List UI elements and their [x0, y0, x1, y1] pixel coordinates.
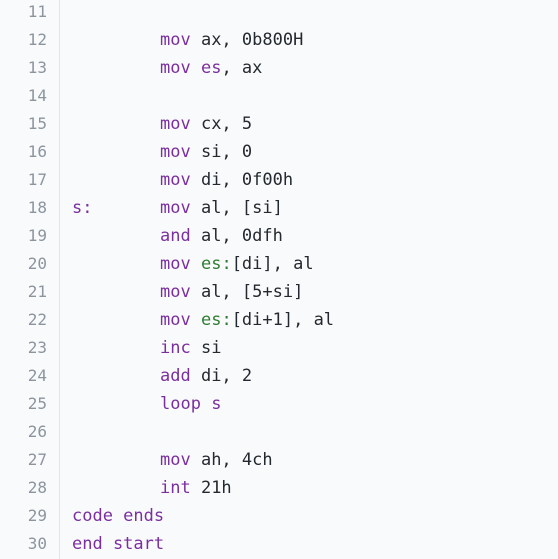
line-number: 20: [27, 254, 47, 273]
keyword-token: add: [160, 366, 191, 386]
keyword-token: int: [160, 478, 191, 498]
code-line[interactable]: 11: [0, 0, 558, 26]
code-statement: mov cx, 5: [160, 110, 252, 138]
code-line[interactable]: 20 mov es:[di], al: [0, 250, 558, 278]
line-number: 25: [27, 394, 47, 413]
keyword-token: mov: [160, 58, 191, 78]
line-number: 17: [27, 170, 47, 189]
line-number: 15: [27, 114, 47, 133]
text-token: di, 2: [190, 366, 253, 386]
keyword-token: mov: [160, 282, 191, 302]
code-line[interactable]: 19 and al, 0dfh: [0, 222, 558, 250]
code-statement: mov di, 0f00h: [160, 166, 293, 194]
keyword-token: mov: [160, 254, 191, 274]
line-number: 21: [27, 282, 47, 301]
code-label: end start: [72, 534, 165, 554]
code-line[interactable]: 28 int 21h: [0, 474, 558, 502]
line-number: 19: [27, 226, 47, 245]
code-line[interactable]: 13 mov es, ax: [0, 54, 558, 82]
text-token: [di+1], al: [231, 310, 335, 330]
text-token: 21h: [190, 478, 232, 498]
code-line[interactable]: 23 inc si: [0, 334, 558, 362]
text-token: [191, 58, 201, 78]
text-token: , ax: [221, 58, 263, 78]
code-statement: inc si: [160, 334, 221, 362]
code-line[interactable]: 26: [0, 418, 558, 446]
code-line[interactable]: 17 mov di, 0f00h: [0, 166, 558, 194]
code-line[interactable]: 18 s: mov al, [si]: [0, 194, 558, 222]
code-line[interactable]: 24 add di, 2: [0, 362, 558, 390]
segment-token: es:: [200, 310, 232, 330]
keyword-token: mov: [160, 114, 191, 134]
text-token: ah, 4ch: [190, 450, 273, 470]
segment-token: es:: [200, 254, 232, 274]
code-line[interactable]: 14: [0, 82, 558, 110]
line-number-gutter: [0, 0, 60, 559]
keyword-token: and: [160, 226, 191, 246]
keyword-token: mov: [160, 142, 191, 162]
line-number: 13: [27, 58, 47, 77]
keyword-token: es: [200, 58, 222, 78]
text-token: al, [si]: [190, 198, 283, 218]
keyword-token: loop: [160, 394, 201, 414]
code-statement: mov es:[di+1], al: [160, 306, 334, 334]
keyword-token: inc: [160, 338, 191, 358]
text-token: [191, 254, 201, 274]
line-number: 12: [27, 30, 47, 49]
text-token: ax, 0b800H: [190, 30, 304, 50]
text-token: si, 0: [190, 142, 253, 162]
text-token: al, 0dfh: [190, 226, 283, 246]
code-statement: and al, 0dfh: [160, 222, 283, 250]
text-token: cx, 5: [190, 114, 253, 134]
keyword-token: s: [200, 394, 222, 414]
keyword-token: mov: [160, 450, 191, 470]
line-number: 16: [27, 142, 47, 161]
line-number: 28: [27, 478, 47, 497]
code-label: code ends: [72, 506, 165, 526]
line-number: 30: [27, 534, 47, 553]
keyword-token: mov: [160, 198, 191, 218]
code-statement: mov si, 0: [160, 138, 252, 166]
keyword-token: mov: [160, 30, 191, 50]
text-token: si: [190, 338, 222, 358]
text-token: [191, 310, 201, 330]
line-number: 29: [27, 506, 47, 525]
line-number: 11: [27, 2, 47, 21]
code-label: s:: [72, 198, 93, 218]
code-statement: mov es:[di], al: [160, 250, 314, 278]
code-line[interactable]: 22 mov es:[di+1], al: [0, 306, 558, 334]
code-line[interactable]: 15 mov cx, 5: [0, 110, 558, 138]
code-line[interactable]: 12 mov ax, 0b800H: [0, 26, 558, 54]
keyword-token: mov: [160, 170, 191, 190]
code-statement: mov es, ax: [160, 54, 262, 82]
code-statement: mov al, [5+si]: [160, 278, 303, 306]
line-number: 27: [27, 450, 47, 469]
code-line[interactable]: 29 code ends: [0, 502, 558, 530]
line-number: 24: [27, 366, 47, 385]
line-number: 22: [27, 310, 47, 329]
code-line[interactable]: 25 loop s: [0, 390, 558, 418]
line-number: 18: [27, 198, 47, 217]
code-statement: mov al, [si]: [160, 194, 283, 222]
keyword-token: mov: [160, 310, 191, 330]
text-token: al, [5+si]: [190, 282, 304, 302]
code-line[interactable]: 27 mov ah, 4ch: [0, 446, 558, 474]
code-statement: int 21h: [160, 474, 232, 502]
line-number: 14: [27, 86, 47, 105]
code-statement: mov ah, 4ch: [160, 446, 273, 474]
code-line[interactable]: 21 mov al, [5+si]: [0, 278, 558, 306]
text-token: [di], al: [231, 254, 314, 274]
code-line[interactable]: 16 mov si, 0: [0, 138, 558, 166]
code-statement: add di, 2: [160, 362, 252, 390]
line-number: 26: [27, 422, 47, 441]
text-token: di, 0f00h: [190, 170, 294, 190]
code-statement: mov ax, 0b800H: [160, 26, 303, 54]
code-line[interactable]: 30 end start: [0, 530, 558, 558]
line-number: 23: [27, 338, 47, 357]
code-statement: loop s: [160, 390, 221, 418]
